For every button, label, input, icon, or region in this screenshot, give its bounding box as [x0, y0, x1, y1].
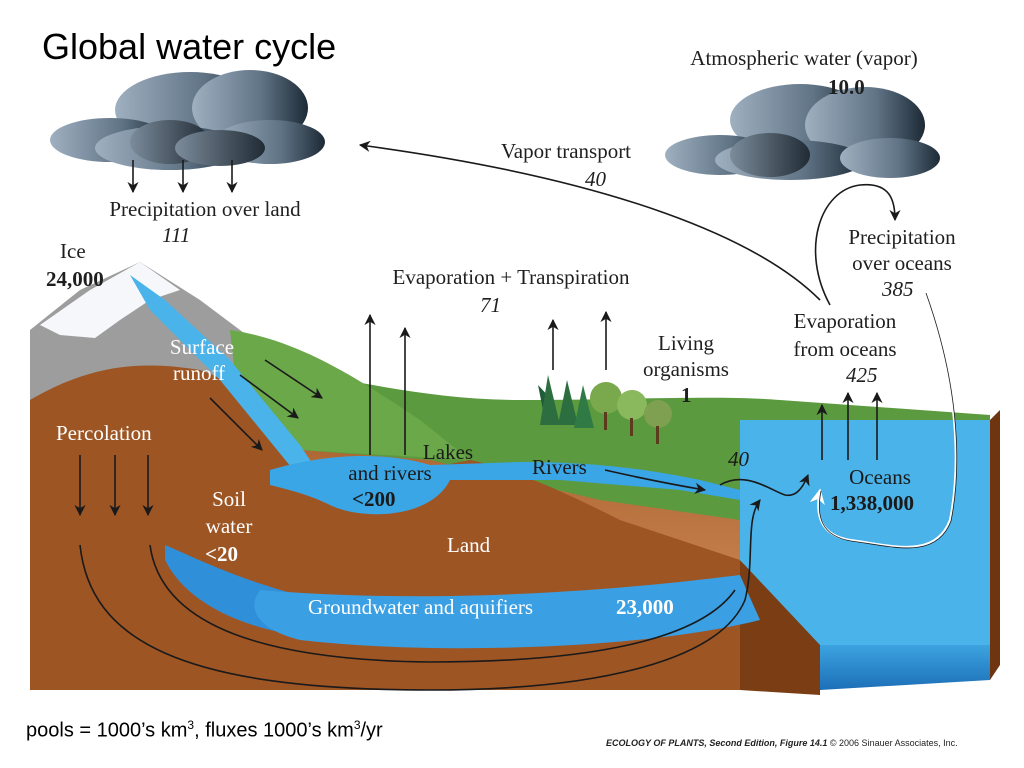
lake	[270, 455, 740, 515]
value-oceans: 1,338,000	[830, 491, 914, 515]
units-sup-2: 3	[353, 718, 361, 732]
value-rivers: 40	[728, 447, 749, 471]
label-precip-oceans-1: Precipitation	[848, 225, 956, 249]
label-land: Land	[447, 533, 491, 557]
glacier-stream	[130, 275, 320, 478]
value-ice: 24,000	[46, 267, 104, 291]
label-living-organisms-1: Living	[658, 331, 714, 355]
groundwater-band	[254, 575, 761, 649]
label-groundwater: Groundwater and aquifiers	[308, 595, 534, 619]
value-living-organisms: 1	[681, 383, 692, 407]
label-ice: Ice	[60, 239, 86, 263]
label-precip-oceans-2: over oceans	[852, 251, 952, 275]
credit-book: ECOLOGY OF PLANTS, Second Edition,	[606, 738, 778, 748]
value-precip-land: 111	[162, 223, 191, 247]
label-vapor-transport: Vapor transport	[500, 139, 632, 163]
label-surface-runoff-1: Surface	[169, 335, 235, 359]
units-note: pools = 1000’s km3, fluxes 1000’s km3/yr	[26, 718, 383, 743]
credit-copyright: © 2006 Sinauer Associates, Inc.	[829, 738, 958, 748]
units-sup-1: 3	[187, 718, 195, 732]
soil-right-edge	[740, 560, 820, 695]
units-fluxes: , fluxes 1000’s km	[194, 719, 354, 742]
label-evap-oceans-2: from oceans	[793, 337, 897, 361]
units-pools: pools = 1000’s km	[26, 719, 188, 742]
value-soil-water: <20	[205, 542, 238, 566]
label-lakes-2: and rivers	[348, 461, 432, 485]
forest	[538, 375, 672, 444]
value-precip-oceans: 385	[882, 277, 914, 301]
label-surface-runoff-2: runoff	[172, 361, 226, 385]
label-evap-oceans-1: Evaporation	[793, 309, 897, 333]
soil-side-right	[990, 410, 1000, 680]
value-lakes: <200	[352, 487, 396, 511]
value-evap-oceans: 425	[846, 363, 878, 387]
label-living-organisms-2: organisms	[643, 357, 729, 381]
label-percolation: Percolation	[56, 421, 152, 445]
label-atmospheric-water: Atmospheric water (vapor)	[690, 46, 918, 70]
page-title: Global water cycle	[42, 26, 337, 67]
snow-cap	[40, 262, 180, 338]
label-soil-water-1: Soil	[212, 487, 246, 511]
value-evap-transp: 71	[480, 293, 501, 317]
label-precip-land: Precipitation over land	[109, 197, 301, 221]
label-evap-transp: Evaporation + Transpiration	[392, 265, 630, 289]
grass	[240, 360, 990, 520]
credit-figure: Figure 14.1	[779, 738, 828, 748]
label-oceans: Oceans	[849, 465, 911, 489]
figure-credit: ECOLOGY OF PLANTS, Second Edition, Figur…	[606, 738, 958, 748]
label-rivers: Rivers	[532, 455, 587, 479]
land-cloud	[50, 70, 325, 170]
grass-hill	[230, 330, 470, 460]
value-groundwater: 23,000	[616, 595, 674, 619]
label-lakes-1: Lakes	[422, 440, 474, 464]
ocean-front	[820, 645, 990, 690]
ocean-cloud	[665, 84, 940, 180]
value-vapor-transport: 40	[585, 167, 606, 191]
precip-ocean-return-arrow-outline	[818, 292, 958, 549]
flux-arrows	[74, 140, 901, 691]
units-suffix: /yr	[360, 719, 383, 742]
value-atmospheric-water: 10.0	[828, 75, 865, 99]
label-soil-water-2: water	[205, 514, 253, 538]
